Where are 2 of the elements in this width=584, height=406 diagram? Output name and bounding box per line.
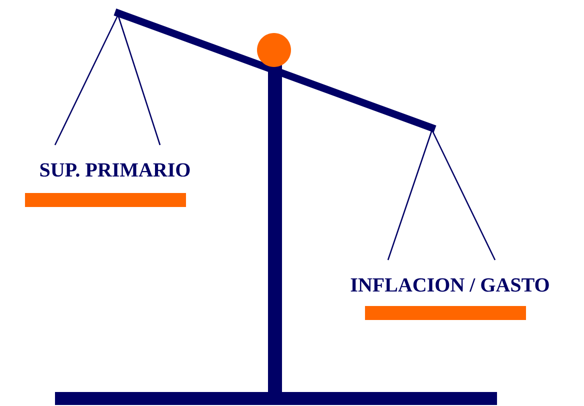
label: SUP. PRIMARIO [40, 163, 190, 177]
label: INFLACION / GASTO [350, 278, 549, 292]
